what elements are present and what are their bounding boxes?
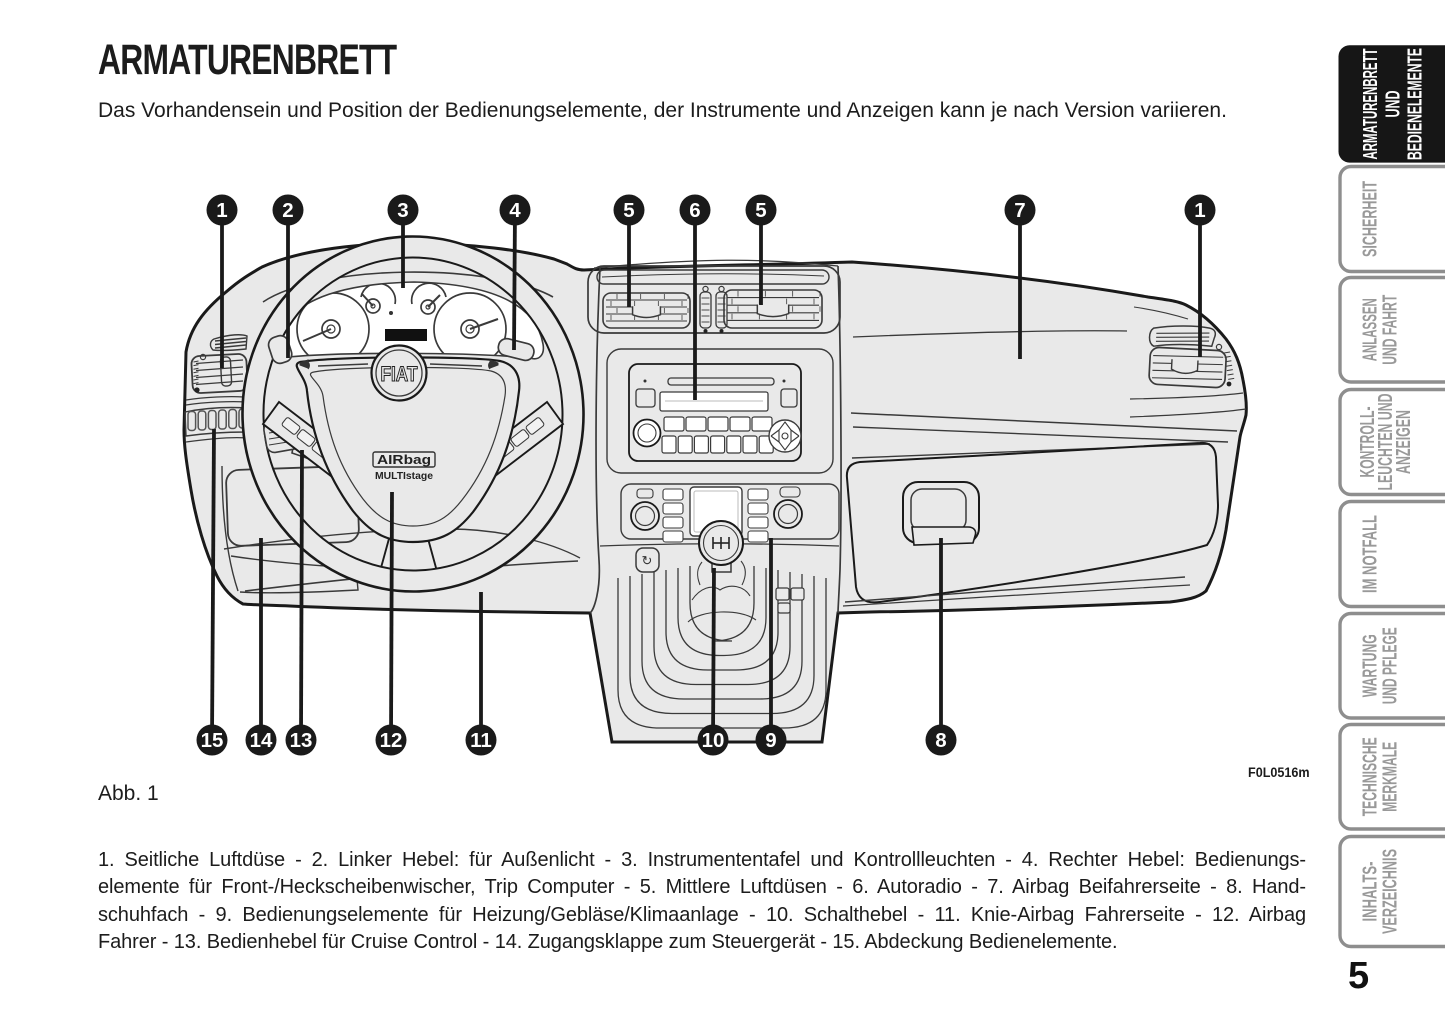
- svg-text:14: 14: [250, 729, 273, 752]
- svg-text:ARMATURENBRETT: ARMATURENBRETT: [1360, 49, 1382, 160]
- svg-text:15: 15: [201, 729, 224, 752]
- svg-text:6: 6: [689, 199, 700, 222]
- svg-text:1: 1: [216, 199, 227, 222]
- svg-text:UND FAHRT: UND FAHRT: [1380, 295, 1402, 365]
- svg-text:INHALTS-: INHALTS-: [1360, 862, 1382, 922]
- svg-text:7: 7: [1014, 199, 1025, 222]
- svg-text:SICHERHEIT: SICHERHEIT: [1360, 181, 1382, 257]
- svg-text:2: 2: [282, 199, 293, 222]
- svg-text:LEUCHTEN UND: LEUCHTEN UND: [1375, 394, 1397, 491]
- svg-text:↻: ↻: [642, 553, 653, 568]
- svg-text:IM NOTFALL: IM NOTFALL: [1360, 515, 1382, 593]
- svg-text:MULTIstage: MULTIstage: [375, 470, 433, 482]
- svg-text:UND: UND: [1383, 91, 1405, 118]
- svg-text:VERZEICHNIS: VERZEICHNIS: [1380, 849, 1402, 934]
- svg-text:AIRbag: AIRbag: [377, 453, 431, 467]
- svg-text:13: 13: [290, 729, 313, 752]
- svg-text:9: 9: [765, 729, 776, 752]
- svg-text:TECHNISCHE: TECHNISCHE: [1360, 737, 1382, 816]
- svg-text:UND PFLEGE: UND PFLEGE: [1380, 627, 1402, 704]
- svg-text:10: 10: [702, 729, 725, 752]
- svg-text:ANZEIGEN: ANZEIGEN: [1393, 410, 1415, 474]
- svg-text:KONTROLL-: KONTROLL-: [1357, 407, 1379, 478]
- svg-text:3: 3: [397, 199, 408, 222]
- svg-text:8: 8: [935, 729, 946, 752]
- svg-text:FIAT: FIAT: [381, 363, 418, 386]
- svg-text:ANLASSEN: ANLASSEN: [1360, 298, 1382, 361]
- svg-text:12: 12: [380, 729, 403, 752]
- svg-text:4: 4: [509, 199, 521, 222]
- svg-text:BEDIENELEMENTE: BEDIENELEMENTE: [1405, 48, 1427, 160]
- svg-text:WARTUNG: WARTUNG: [1360, 634, 1382, 697]
- svg-text:MERKMALE: MERKMALE: [1380, 742, 1402, 812]
- svg-text:1: 1: [1194, 199, 1205, 222]
- svg-text:11: 11: [470, 729, 492, 752]
- svg-text:5: 5: [755, 199, 766, 222]
- svg-text:5: 5: [623, 199, 634, 222]
